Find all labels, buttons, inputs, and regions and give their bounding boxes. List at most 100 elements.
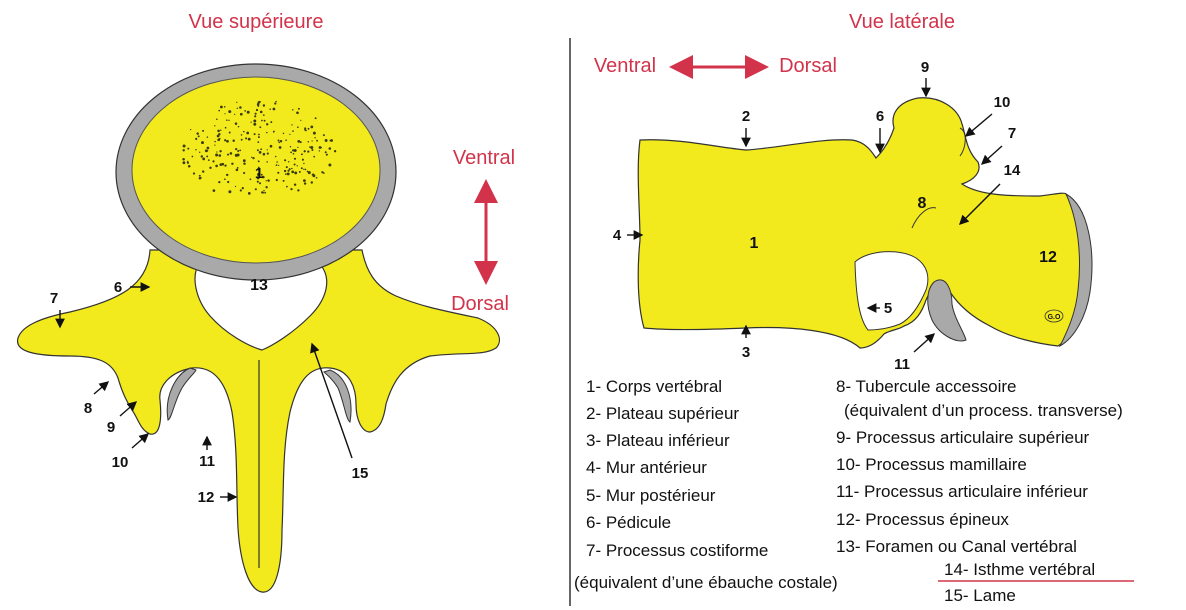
- trabecular-speckle: [263, 104, 265, 106]
- trabecular-speckle: [294, 183, 296, 185]
- trabecular-speckle: [305, 169, 307, 171]
- trabecular-speckle: [254, 133, 256, 135]
- trabecular-speckle: [290, 152, 292, 154]
- trabecular-speckle: [257, 149, 259, 151]
- sup-label-9: 9: [107, 419, 115, 436]
- trabecular-speckle: [308, 128, 310, 130]
- trabecular-speckle: [219, 163, 222, 166]
- trabecular-speckle: [276, 179, 278, 181]
- trabecular-speckle: [243, 159, 246, 162]
- trabecular-speckle: [239, 106, 242, 109]
- trabecular-speckle: [310, 146, 313, 149]
- trabecular-speckle: [208, 159, 210, 161]
- trabecular-speckle: [237, 167, 239, 169]
- trabecular-speckle: [296, 111, 299, 114]
- legend-item-4: 4- Mur antérieur: [586, 458, 707, 477]
- trabecular-speckle: [305, 130, 307, 132]
- trabecular-speckle: [290, 188, 292, 190]
- sup-label-13: 13: [250, 277, 268, 294]
- trabecular-speckle: [304, 182, 306, 184]
- trabecular-speckle: [232, 139, 234, 141]
- trabecular-speckle: [234, 114, 235, 115]
- trabecular-speckle: [212, 160, 214, 162]
- trabecular-speckle: [278, 140, 280, 142]
- trabecular-speckle: [291, 124, 292, 125]
- trabecular-speckle: [220, 106, 223, 109]
- trabecular-speckle: [195, 149, 196, 150]
- trabecular-speckle: [230, 152, 233, 155]
- trabecular-speckle: [226, 174, 228, 176]
- trabecular-speckle: [241, 139, 243, 141]
- trabecular-speckle: [308, 141, 310, 143]
- trabecular-speckle: [320, 147, 321, 148]
- trabecular-speckle: [261, 120, 263, 122]
- trabecular-speckle: [260, 111, 263, 114]
- legend-item-9: 9- Processus articulaire supérieur: [836, 428, 1090, 447]
- trabecular-speckle: [235, 122, 238, 125]
- trabecular-speckle: [276, 164, 278, 166]
- trabecular-speckle: [307, 151, 309, 153]
- trabecular-speckle: [237, 151, 238, 152]
- trabecular-speckle: [314, 137, 315, 138]
- legend-item-1: 1- Corps vertébral: [586, 377, 722, 396]
- trabecular-speckle: [218, 110, 220, 112]
- trabecular-speckle: [224, 106, 226, 108]
- trabecular-speckle: [315, 117, 317, 119]
- trabecular-speckle: [207, 147, 210, 150]
- trabecular-speckle: [244, 110, 246, 112]
- trabecular-speckle: [288, 161, 289, 162]
- trabecular-speckle: [253, 120, 256, 123]
- legend-item-10: 10- Processus mamillaire: [836, 455, 1027, 474]
- trabecular-speckle: [285, 139, 287, 141]
- legend-item-8: 8- Tubercule accessoire: [836, 377, 1016, 396]
- trabecular-speckle: [224, 164, 226, 166]
- trabecular-speckle: [202, 158, 205, 161]
- lat-label-9: 9: [921, 59, 929, 76]
- lat-ventral-label: Ventral: [594, 55, 656, 77]
- trabecular-speckle: [291, 168, 292, 169]
- trabecular-speckle: [224, 178, 226, 180]
- sup-label-6: 6: [114, 279, 122, 296]
- legend-item-12: 12- Processus épineux: [836, 510, 1009, 529]
- superior-vertebra-drawing: [18, 64, 500, 592]
- trabecular-speckle: [284, 159, 286, 161]
- trabecular-speckle: [275, 101, 276, 102]
- trabecular-speckle: [245, 137, 247, 139]
- trabecular-speckle: [323, 172, 325, 174]
- trabecular-speckle: [213, 189, 216, 192]
- trabecular-speckle: [235, 186, 236, 187]
- trabecular-speckle: [313, 156, 315, 158]
- trabecular-speckle: [329, 140, 331, 142]
- legend-item-15: 15- Lame: [944, 586, 1016, 605]
- lat-label-14: 14: [1004, 162, 1021, 179]
- legend-item-13: 13- Foramen ou Canal vertébral: [836, 537, 1077, 556]
- lat-label-2: 2: [742, 108, 750, 125]
- trabecular-speckle: [220, 130, 221, 131]
- legend-item-3: 3- Plateau inférieur: [586, 431, 730, 450]
- trabecular-speckle: [312, 174, 315, 177]
- trabecular-speckle: [248, 138, 251, 141]
- lat-dorsal-label: Dorsal: [779, 55, 837, 77]
- sup-label-1: 1: [255, 165, 263, 182]
- trabecular-speckle: [308, 171, 311, 174]
- trabecular-speckle: [237, 154, 240, 157]
- trabecular-speckle: [216, 119, 218, 121]
- trabecular-speckle: [266, 132, 267, 133]
- trabecular-speckle: [219, 150, 221, 152]
- superior-view-title: Vue supérieure: [189, 11, 324, 33]
- trabecular-speckle: [201, 141, 204, 144]
- trabecular-speckle: [303, 169, 304, 170]
- trabecular-speckle: [270, 121, 272, 123]
- trabecular-speckle: [287, 172, 290, 175]
- lat-label-11: 11: [894, 356, 910, 373]
- trabecular-speckle: [183, 145, 186, 148]
- trabecular-speckle: [316, 140, 318, 142]
- lateral-vertebra-drawing: [638, 98, 1092, 348]
- trabecular-speckle: [297, 126, 299, 128]
- trabecular-speckle: [313, 132, 316, 135]
- trabecular-speckle: [278, 142, 280, 144]
- lat-label-7: 7: [1008, 125, 1016, 142]
- trabecular-speckle: [275, 156, 277, 158]
- trabecular-speckle: [258, 160, 260, 162]
